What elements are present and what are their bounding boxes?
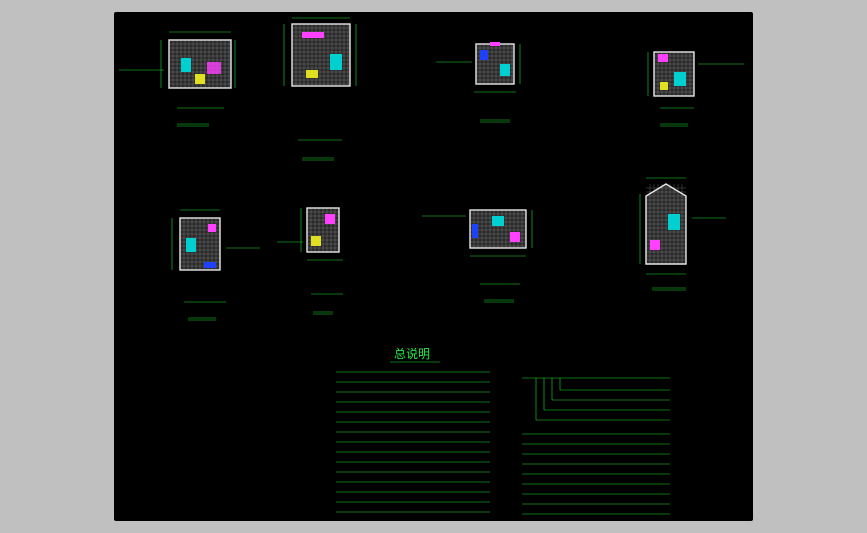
general-notes: 总说明 xyxy=(336,346,670,515)
floor-plan-1[interactable] xyxy=(119,31,236,127)
floor-plan-3[interactable] xyxy=(436,42,521,123)
floor-plan-5[interactable] xyxy=(171,209,260,321)
floor-plan-7[interactable] xyxy=(422,209,533,303)
floor-plan-6[interactable] xyxy=(277,207,343,315)
floor-plan-8[interactable] xyxy=(639,177,726,291)
cad-drawing-canvas[interactable]: 总说明 xyxy=(114,12,753,521)
notes-left-column xyxy=(336,371,490,513)
cad-viewport[interactable]: 总说明 xyxy=(114,12,753,521)
notes-right-column xyxy=(522,377,670,515)
floor-plan-2[interactable] xyxy=(283,17,357,161)
floor-tile-grid xyxy=(292,24,350,86)
notes-title: 总说明 xyxy=(394,346,430,361)
floor-plan-4[interactable] xyxy=(647,51,744,127)
